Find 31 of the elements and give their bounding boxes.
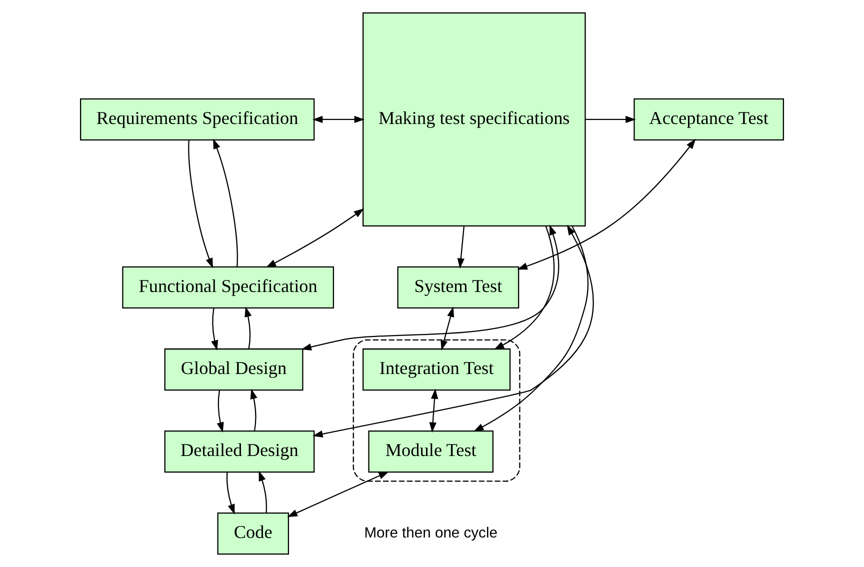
label: More then one cycle [364, 525, 498, 542]
arrow [586, 116, 636, 124]
arrow [457, 226, 465, 269]
arrow [473, 226, 588, 432]
arrow [312, 224, 594, 438]
arrow [440, 306, 454, 351]
arrow [517, 138, 696, 270]
arrow [211, 308, 218, 351]
node-box: Integration Test [362, 348, 511, 391]
arrow [216, 390, 224, 433]
node-box: Functional Specification [122, 266, 334, 309]
arrow [287, 471, 389, 518]
node-box: Global Design [164, 348, 304, 391]
arrow [244, 306, 252, 349]
arrow [312, 116, 365, 124]
arrow [250, 388, 258, 431]
node-box: Acceptance Test [634, 98, 784, 141]
arrow [226, 472, 235, 515]
arrow [266, 208, 364, 268]
arrow [213, 138, 238, 267]
node-box: Making test specifications [362, 12, 586, 227]
arrow [429, 388, 438, 433]
arrow [494, 226, 555, 350]
node-box: System Test [397, 266, 520, 309]
arrow [188, 140, 213, 268]
node-box: Module Test [368, 430, 494, 473]
arrow [258, 470, 267, 513]
node-box: Detailed Design [164, 430, 315, 473]
node-box: Code [217, 512, 290, 555]
node-box: Requirements Specification [80, 98, 315, 141]
arrow [301, 224, 560, 350]
